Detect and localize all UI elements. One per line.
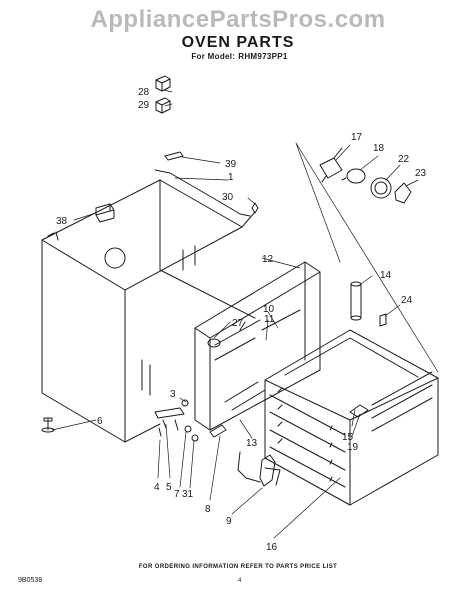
callout-24: 24 [401, 295, 413, 306]
document-code: 9B0538 [18, 577, 43, 584]
tab-24 [379, 313, 387, 327]
watermark: AppliancePartsPros.com [90, 6, 386, 33]
lamp-socket-17 [319, 147, 343, 183]
lamp-bulb-18 [341, 168, 366, 184]
callout-23: 23 [415, 168, 427, 179]
callout-19: 19 [347, 442, 359, 453]
callout-27: 27 [232, 318, 244, 329]
callout-12: 12 [262, 254, 274, 265]
terminal-38 [95, 203, 115, 223]
oven-cavity-16 [264, 329, 439, 506]
callout-31: 31 [182, 489, 194, 500]
bracket-39 [164, 151, 184, 161]
model-number: RHM973PP1 [238, 52, 288, 61]
callout-4: 4 [154, 482, 160, 493]
callout-17: 17 [351, 132, 363, 143]
cabinet-body [41, 169, 256, 443]
model-prefix: For Model: [191, 52, 236, 61]
clip-28 [155, 75, 171, 92]
callout-22: 22 [398, 154, 410, 165]
callout-28: 28 [138, 87, 150, 98]
wire-8 [237, 451, 261, 483]
callout-29: 29 [138, 100, 150, 111]
callout-9: 9 [226, 516, 232, 527]
callout-7: 7 [174, 489, 180, 500]
valve-assembly [154, 399, 227, 442]
callout-13: 13 [246, 438, 258, 449]
callout-30: 30 [222, 192, 234, 203]
callout-6: 6 [97, 416, 103, 427]
callout-38: 38 [56, 216, 68, 227]
lamp-guard-23 [394, 182, 412, 204]
rod-14 [350, 281, 362, 321]
callout-numbers: 28 29 39 1 30 38 17 18 22 23 12 14 24 10… [56, 87, 427, 553]
model-line: For Model:RHM973PP1 [0, 52, 476, 61]
screw-30 [251, 202, 259, 214]
callout-18: 18 [373, 143, 385, 154]
ordering-info: FOR ORDERING INFORMATION REFER TO PARTS … [138, 564, 338, 570]
callout-11: 11 [264, 314, 275, 325]
page-number: 4 [238, 578, 242, 584]
leveling-leg-6 [41, 417, 55, 433]
lamp-lens-22 [370, 177, 392, 199]
callout-39: 39 [225, 159, 237, 170]
callout-14: 14 [380, 270, 392, 281]
burner-9 [259, 454, 281, 487]
callout-5: 5 [166, 482, 172, 493]
callout-10: 10 [263, 304, 275, 315]
clip-29 [155, 97, 171, 114]
callout-8: 8 [205, 504, 211, 515]
callout-16: 16 [266, 542, 278, 553]
callout-15: 15 [342, 432, 354, 443]
oven-liner-frame [194, 261, 321, 431]
page-title: OVEN PARTS [181, 34, 295, 51]
callout-3: 3 [170, 389, 176, 400]
callout-1: 1 [228, 172, 234, 183]
leader-lines [51, 89, 439, 539]
